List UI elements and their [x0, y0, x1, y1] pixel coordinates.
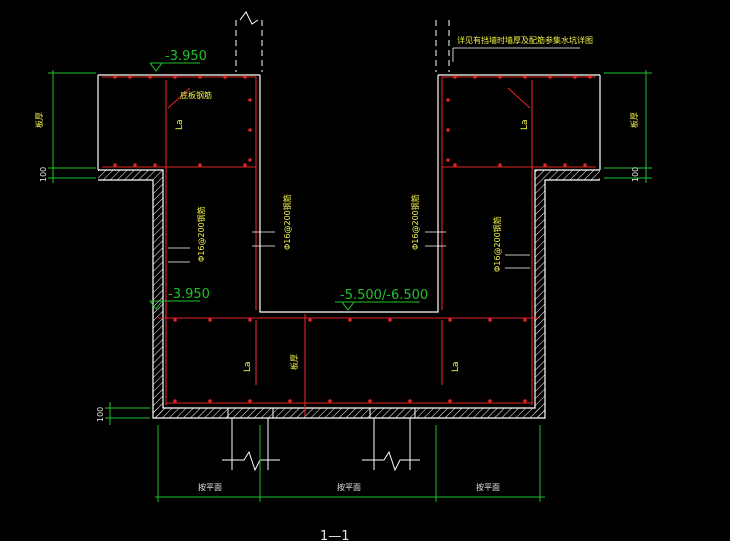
thick-label-left: 板厚	[34, 112, 44, 128]
pile-cap-right	[369, 407, 416, 419]
piles	[222, 407, 420, 472]
right-ledge-hatch	[535, 170, 600, 180]
dim-100-left: 100	[39, 167, 48, 182]
break-symbol-top	[239, 11, 259, 25]
rebar-leaders	[168, 231, 530, 269]
rebar-dots	[113, 75, 592, 403]
dim-100-right: 100	[631, 167, 640, 182]
dim-bottom-label-1: 按平面	[198, 482, 222, 492]
la-label-3: La	[243, 361, 253, 372]
rebars	[102, 76, 596, 416]
upper-dashed-walls	[235, 20, 450, 72]
la-label-2: La	[520, 119, 530, 130]
rebar-right-slant	[507, 87, 531, 109]
note-right: 详见有挡墙时墙厚及配筋参集水坑详图	[457, 35, 593, 45]
note-left: 底板钢筋	[180, 90, 212, 100]
dim-100-bottom: 100	[96, 407, 105, 422]
right-wall-hatch	[535, 180, 545, 418]
rebar-label-1: Φ16@200钢筋	[196, 206, 206, 262]
elev-label-bottom: -5.500/-6.500	[340, 288, 428, 303]
pile-cap-left	[227, 407, 274, 419]
elev-label-top: -3.950	[165, 49, 207, 64]
thick-label-right: 板厚	[629, 112, 639, 128]
left-ledge-hatch	[98, 170, 163, 180]
rebar-label-3: Φ16@200钢筋	[410, 194, 420, 250]
left-wall-hatch	[153, 180, 163, 418]
rebar-left-slant	[167, 87, 191, 109]
center-pit-outline	[259, 75, 439, 313]
note-leader	[452, 47, 580, 62]
rebar-label-2: Φ16@200钢筋	[282, 194, 292, 250]
dim-bottom-label-2: 按平面	[337, 482, 361, 492]
pile-break-left	[222, 450, 280, 472]
dim-bottom-label-3: 按平面	[476, 482, 500, 492]
rebar-label-4: Φ16@200钢筋	[492, 216, 502, 272]
elev-label-mid: -3.950	[168, 287, 210, 302]
la-label-4: La	[451, 361, 461, 372]
hatched-walls	[98, 170, 600, 418]
section-title: 1—1	[320, 529, 350, 541]
la-label-1: La	[175, 119, 185, 130]
bottom-slab-hatch	[153, 408, 545, 418]
dimension-lines	[48, 62, 652, 502]
thick-label-center: 板厚	[289, 354, 299, 370]
pile-break-right	[362, 450, 420, 472]
elevation-markers	[149, 62, 355, 311]
